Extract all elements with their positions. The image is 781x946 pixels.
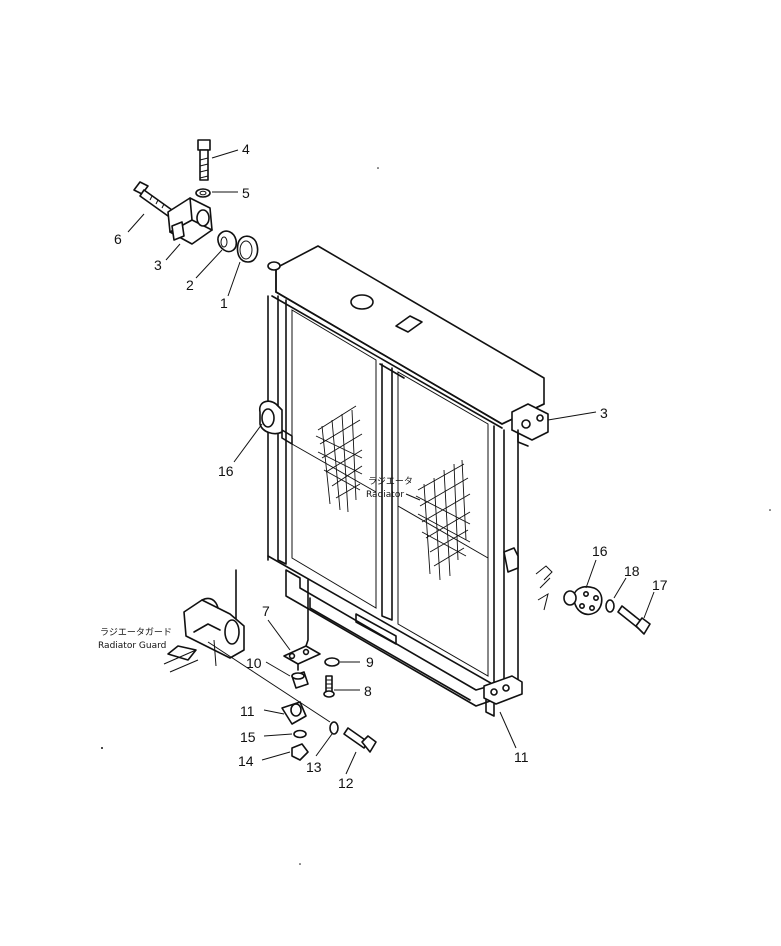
washer-18 — [605, 599, 615, 613]
callout-11-left: 11 — [240, 703, 255, 719]
filler-cap — [350, 294, 374, 310]
callout-11-right: 11 — [514, 749, 529, 765]
callout-7: 7 — [262, 603, 270, 619]
bolt-12 — [343, 727, 377, 753]
callout-2: 2 — [186, 277, 194, 293]
washer-15 — [293, 729, 307, 739]
callout-15: 15 — [240, 729, 256, 745]
bracket-7 — [283, 579, 321, 671]
washer-9 — [324, 657, 340, 667]
callout-1: 1 — [220, 295, 228, 311]
core-mesh-right — [415, 459, 471, 581]
callout-16-right: 16 — [592, 543, 608, 559]
callout-6: 6 — [114, 231, 122, 247]
nut-14 — [291, 743, 309, 761]
core-mesh-left — [315, 405, 363, 513]
mount-block-3 — [167, 197, 213, 245]
radiator-label-jp: ラジエータ — [368, 476, 413, 487]
flange-16-right — [563, 585, 603, 616]
washer-5 — [195, 188, 211, 198]
callout-14: 14 — [238, 753, 254, 769]
callout-12: 12 — [338, 775, 354, 791]
callout-16-left: 16 — [218, 463, 234, 479]
callout-3-right: 3 — [600, 405, 608, 421]
callout-5: 5 — [242, 185, 250, 201]
callout-18: 18 — [624, 563, 640, 579]
clamp-11-left — [281, 701, 307, 725]
callout-8: 8 — [364, 683, 372, 699]
bolt-17 — [617, 605, 651, 635]
callout-17: 17 — [652, 577, 668, 593]
bolt-6 — [133, 181, 173, 217]
cushion-10 — [291, 671, 309, 689]
clip — [535, 565, 553, 611]
callout-3-top: 3 — [154, 257, 162, 273]
stud-8 — [323, 675, 335, 698]
guard-label-en: Radiator Guard — [98, 641, 166, 651]
callout-13: 13 — [306, 759, 322, 775]
guard-label-jp: ラジエータガード — [100, 627, 172, 638]
callout-9: 9 — [366, 654, 374, 670]
washer-13 — [329, 721, 339, 735]
radiator-guard — [163, 569, 331, 723]
radiator-label-en: Radiator — [366, 490, 404, 500]
callout-4: 4 — [242, 141, 250, 157]
bolt-4 — [197, 139, 211, 181]
callout-10: 10 — [246, 655, 262, 671]
cushion-2 — [217, 230, 238, 253]
radiator-assembly — [258, 245, 549, 717]
cushion-1 — [236, 235, 259, 263]
